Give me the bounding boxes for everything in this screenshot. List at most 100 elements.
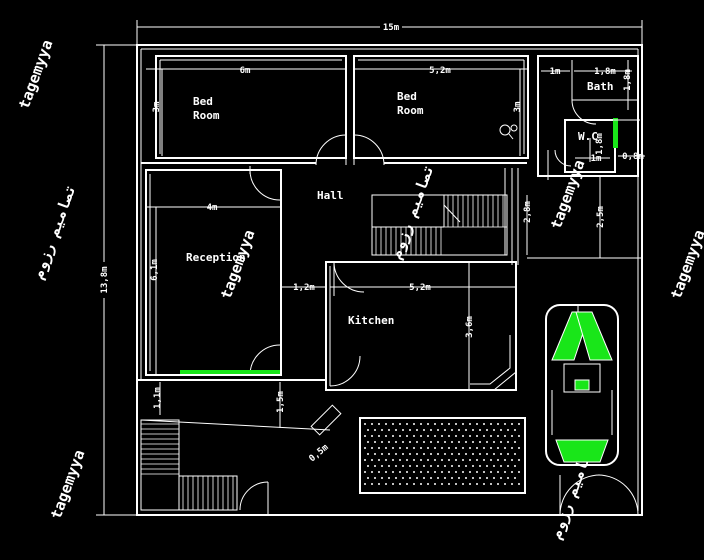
room-label-reception: Reception (186, 251, 246, 264)
hatch-dot (434, 483, 436, 485)
hatch-dot (490, 447, 492, 449)
hatch-dot (420, 447, 422, 449)
hatch-dot (469, 471, 471, 473)
hatch-dot (402, 453, 404, 455)
hatch-dot (500, 441, 502, 443)
hatch-dot (507, 441, 509, 443)
hatch-dot (504, 435, 506, 437)
hatch-dot (479, 477, 481, 479)
room-label-bath: Bath (587, 80, 614, 93)
hatch-dot (444, 429, 446, 431)
hatch-dot (427, 423, 429, 425)
hatch-dot (402, 441, 404, 443)
overall-depth-dimension: 13,8m (96, 44, 137, 516)
hatch-dot (493, 429, 495, 431)
hatch-dot (434, 471, 436, 473)
hatch-dot (385, 423, 387, 425)
hatch-dot (441, 447, 443, 449)
hatch-dot (511, 483, 513, 485)
hatch-dot (395, 453, 397, 455)
watermark-text: tagemyya (217, 227, 259, 301)
hatch-dot (413, 423, 415, 425)
bedroom-doors (315, 125, 385, 166)
hatch-dot (416, 477, 418, 479)
hatch-dot (434, 459, 436, 461)
watermark-text: tagemyya (15, 37, 57, 111)
overall-width-dimension: 15m (136, 20, 643, 45)
hatch-dot (497, 447, 499, 449)
hatch-dot (392, 423, 394, 425)
hatch-dot (437, 477, 439, 479)
hatch-dot (381, 453, 383, 455)
hatch-dot (511, 435, 513, 437)
hatch-dot (423, 465, 425, 467)
hatch-dot (486, 441, 488, 443)
hatch-dot (518, 483, 520, 485)
hatch-dot (423, 441, 425, 443)
kitchen: 1,2m 5,2m 3,6m Kitchen (281, 261, 517, 391)
hatch-dot (416, 465, 418, 467)
hatch-dot (371, 483, 373, 485)
hatch-dot (469, 459, 471, 461)
hatch-dot (409, 453, 411, 455)
hatch-dot (500, 453, 502, 455)
hatch-dot (367, 429, 369, 431)
hatch-dot (518, 435, 520, 437)
hatch-dot (462, 459, 464, 461)
hatch-dot (486, 429, 488, 431)
hatch-dot (462, 423, 464, 425)
hatch-dot (451, 477, 453, 479)
hatch-dot (378, 483, 380, 485)
hatch-dot (437, 429, 439, 431)
dim-bed-right-depth: 3m (513, 101, 523, 112)
hatch-dot (504, 471, 506, 473)
dim-door-width: 0,5m (308, 442, 331, 464)
hatch-dot (427, 459, 429, 461)
hatch-dot (507, 429, 509, 431)
hatch-dot (444, 465, 446, 467)
hatch-dot (444, 441, 446, 443)
hatch-dot (409, 429, 411, 431)
hatch-dot (504, 423, 506, 425)
car (545, 304, 619, 466)
hatch-dot (399, 435, 401, 437)
hatch-dot (395, 477, 397, 479)
hatch-dot (518, 423, 520, 425)
hatch-dot (518, 459, 520, 461)
window-marker (613, 118, 618, 148)
hatch-dot (392, 471, 394, 473)
hatch-dot (507, 465, 509, 467)
dim-passage: 1,2m (293, 283, 315, 293)
hatch-dot (399, 459, 401, 461)
hatch-dot (451, 465, 453, 467)
hatch-dot (406, 447, 408, 449)
hatch-dot (462, 471, 464, 473)
hatch-dot (409, 465, 411, 467)
hatch-dot (462, 447, 464, 449)
hatch-dot (406, 423, 408, 425)
hatch-dot (479, 453, 481, 455)
hatch-dot (430, 465, 432, 467)
watermark-text: تصاميم رزوم (387, 162, 438, 262)
hatch-dot (500, 477, 502, 479)
hatch-dot (371, 435, 373, 437)
hatch-dot (455, 435, 457, 437)
hatch-dot (493, 477, 495, 479)
dim-reception-width: 4m (207, 203, 218, 213)
hatch-dot (462, 435, 464, 437)
hatch-dot (486, 477, 488, 479)
hatch-dot (385, 483, 387, 485)
side-stair (140, 419, 269, 515)
hatch-dot (406, 459, 408, 461)
hatch-dot (427, 483, 429, 485)
hatch-dot (399, 447, 401, 449)
hatch-dot (448, 435, 450, 437)
dim-kitchen-width: 5,2m (409, 283, 431, 293)
hatch-dot (378, 459, 380, 461)
hatch-dot (423, 453, 425, 455)
hatch-dot (511, 471, 513, 473)
outer-walls (136, 44, 643, 516)
hatch-dot (483, 447, 485, 449)
hatch-dot (455, 471, 457, 473)
hatch-dot (409, 441, 411, 443)
